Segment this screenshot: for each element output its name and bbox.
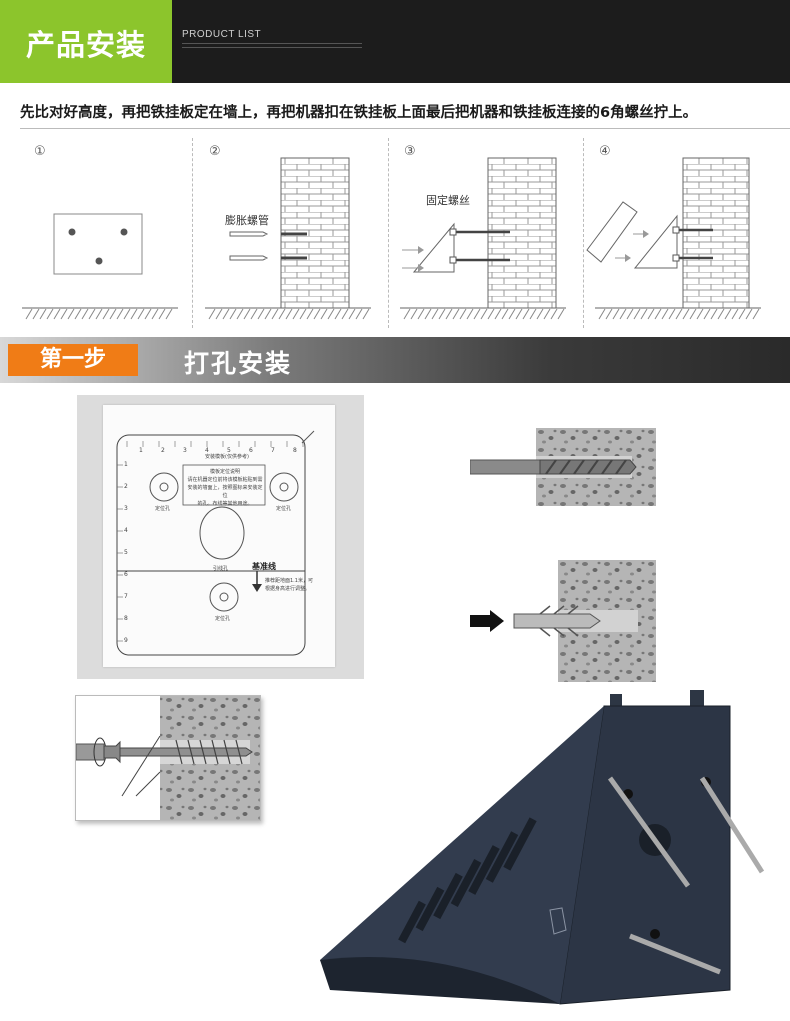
template-notice: 模板定位说明 请在机器定位前将该模板粘贴到需 安装的墙面上，按照图标来安装定位 … — [187, 468, 263, 508]
step-number: ④ — [599, 144, 611, 159]
step-divider — [192, 138, 193, 328]
baseline-note: 推荐距地面1.1米，可 根据身高进行调整。 — [265, 577, 313, 593]
header-bar: 产品安装 PRODUCT LIST — [0, 0, 790, 83]
install-instruction: 先比对好高度，再把铁挂板定在墙上，再把机器扣在铁挂板上面最后把机器和铁挂板连接的… — [20, 105, 698, 121]
anchor-insert-illustration — [470, 560, 656, 682]
divider — [20, 128, 790, 129]
cable-hole-label: 引线孔 — [213, 566, 229, 572]
step-number: ③ — [404, 144, 416, 159]
ruler-label: 5 — [124, 549, 128, 556]
step-divider — [388, 138, 389, 328]
step-2-panel: ② 膨胀螺管 — [195, 140, 390, 330]
header-subtitle: PRODUCT LIST — [182, 29, 262, 40]
template-small-title: 安装模板(仅供参考) — [205, 454, 249, 460]
anchor-drawing — [470, 560, 656, 682]
hole-label: 定位孔 — [155, 506, 171, 512]
mounting-plate-diagram — [22, 213, 178, 320]
step-3-panel: ③ 固定螺丝 — [390, 140, 585, 330]
screw-insert-illustration — [75, 695, 261, 821]
ruler-label: 6 — [249, 447, 253, 454]
device-drawing — [320, 690, 765, 1005]
header-title: 产品安装 — [26, 28, 147, 62]
wall-anchor-diagram — [205, 157, 371, 320]
step-banner: 第一步 打孔安装 — [0, 337, 790, 383]
hole-label: 定位孔 — [276, 506, 292, 512]
screw-drawing — [76, 696, 260, 820]
baseline-note-line: 根据身高进行调整。 — [265, 586, 311, 592]
header-title-block — [0, 0, 172, 83]
device-attach-diagram — [586, 157, 761, 320]
drill-illustration — [470, 428, 656, 506]
ruler-label: 1 — [124, 461, 128, 468]
ruler-label: 5 — [227, 447, 231, 454]
step-title: 打孔安装 — [184, 349, 293, 378]
hole-label: 定位孔 — [215, 616, 231, 622]
step-caption: 固定螺丝 — [426, 194, 470, 207]
notice-line: 安装的墙面上，按照图标来安装定位 — [187, 485, 263, 499]
baseline-note-line: 推荐距地面1.1米，可 — [265, 578, 313, 584]
ruler-label: 7 — [271, 447, 275, 454]
step-1-panel: ① — [0, 140, 195, 330]
device-mounted-photo — [310, 690, 790, 1021]
notice-line: 请在机器定位前将该模板粘贴到需 — [187, 477, 263, 483]
step-number: ② — [209, 144, 221, 159]
ruler-label: 6 — [124, 571, 128, 578]
ruler-label: 4 — [205, 447, 209, 454]
ruler-label: 1 — [139, 447, 143, 454]
template-drawing — [116, 430, 315, 656]
ruler-label: 2 — [124, 483, 128, 490]
ruler-label: 8 — [293, 447, 297, 454]
notice-title: 模板定位说明 — [209, 469, 240, 475]
step-caption: 膨胀螺管 — [225, 214, 269, 227]
ruler-label: 9 — [124, 637, 128, 644]
bracket-mount-diagram — [400, 157, 566, 320]
baseline-label: 基准线 — [252, 562, 276, 571]
ruler-label: 3 — [124, 505, 128, 512]
ruler-label: 7 — [124, 593, 128, 600]
ruler-label: 2 — [161, 447, 165, 454]
step-tag: 第一步 — [8, 344, 138, 376]
template-sheet — [103, 405, 335, 667]
ruler-label: 4 — [124, 527, 128, 534]
drill-drawing — [470, 428, 656, 506]
step-4-panel: ④ — [585, 140, 780, 330]
step-divider — [583, 138, 584, 328]
ruler-label: 3 — [183, 447, 187, 454]
header-decor-lines — [182, 43, 362, 51]
mounting-template-photo: 1 2 3 4 5 6 7 8 1 2 3 4 5 6 7 8 9 安装模板(仅… — [77, 395, 364, 679]
notice-line: 的孔。布线等其他用途。 — [197, 501, 253, 507]
step-number: ① — [34, 144, 46, 159]
ruler-label: 8 — [124, 615, 128, 622]
